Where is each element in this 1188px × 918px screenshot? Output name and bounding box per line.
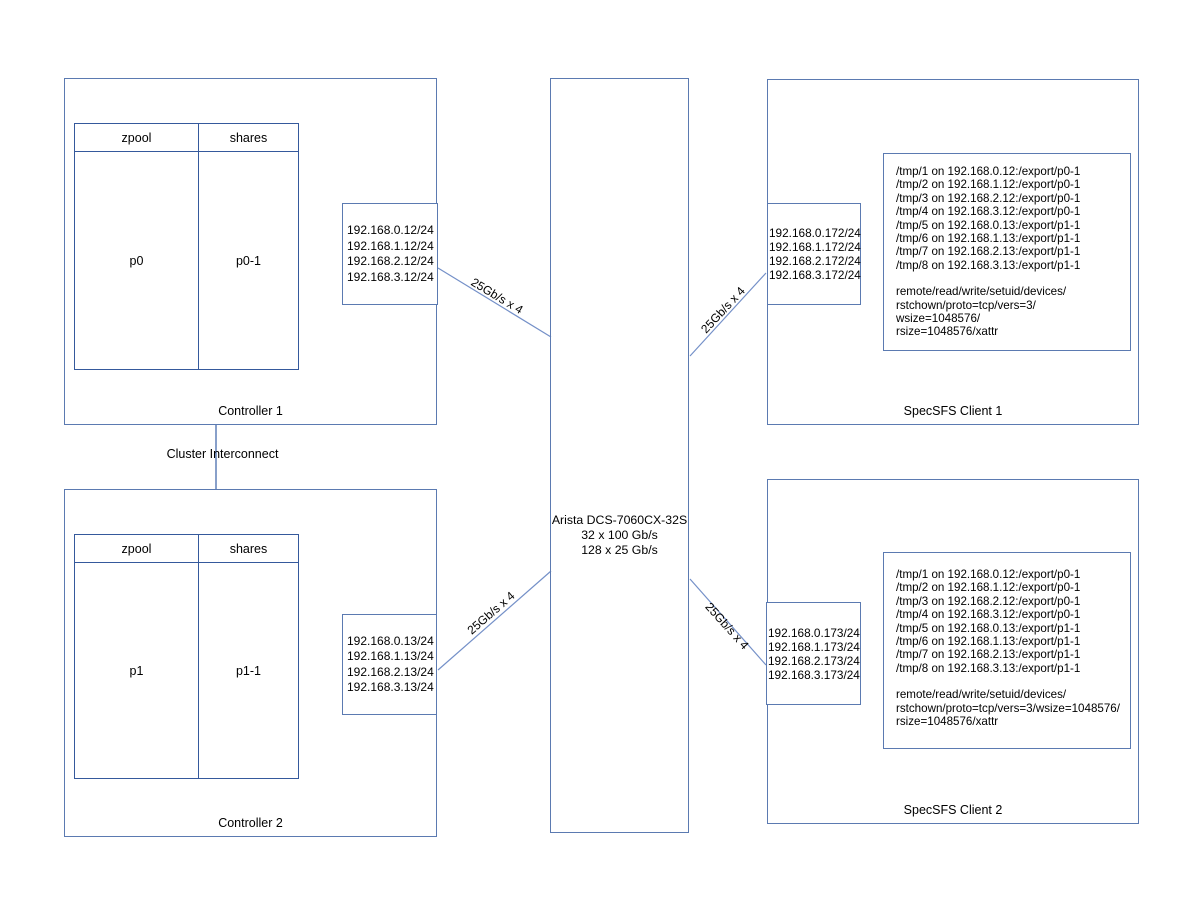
controller2-box: zpool shares p1 p1-1 Controller 2 [64,489,437,837]
table-header-row: zpool shares [75,535,298,563]
table-body-row: p1 p1-1 [75,563,298,778]
switch-model: Arista DCS-7060CX-32S [551,513,688,527]
share-cell: p1-1 [235,663,262,678]
switch-100g-ports: 32 x 100 Gb/s [581,528,658,542]
cluster-interconnect-label: Cluster Interconnect [166,447,279,461]
share-cell: p0-1 [235,253,262,268]
switch-box: Arista DCS-7060CX-32S 32 x 100 Gb/s 128 … [550,78,689,833]
controller1-box: zpool shares p0 p0-1 Controller 1 [64,78,437,425]
switch-description: Arista DCS-7060CX-32S 32 x 100 Gb/s 128 … [551,513,688,558]
zpool-column-header: zpool [75,535,199,562]
client2-label: SpecSFS Client 2 [903,803,1003,817]
link-controller1-to-switch [437,267,552,338]
link-switch-to-client2 [689,578,767,666]
client1-ip-list: 192.168.0.172/24 192.168.1.172/24 192.16… [769,226,861,282]
controller1-ip-list: 192.168.0.12/24 192.168.1.12/24 192.168.… [347,223,434,284]
client2-ip-box: 192.168.0.173/24 192.168.1.173/24 192.16… [766,602,861,705]
shares-column-header: shares [229,541,268,556]
client1-mounts-box: /tmp/1 on 192.168.0.12:/export/p0-1 /tmp… [883,153,1131,351]
controller2-label: Controller 2 [218,816,283,830]
table-header-row: zpool shares [75,124,298,152]
controller1-label: Controller 1 [218,404,283,418]
switch-25g-ports: 128 x 25 Gb/s [581,543,658,557]
client2-mount-list: /tmp/1 on 192.168.0.12:/export/p0-1 /tmp… [896,568,1081,675]
client1-mount-options: remote/read/write/setuid/devices/ rstcho… [896,285,1067,339]
link-switch-to-client1 [689,272,767,357]
zpool-cell: p0 [75,152,199,369]
controller2-zpool-table: zpool shares p1 p1-1 [74,534,299,779]
client1-mount-list: /tmp/1 on 192.168.0.12:/export/p0-1 /tmp… [896,165,1081,272]
shares-column-header: shares [229,130,268,145]
controller1-ip-box: 192.168.0.12/24 192.168.1.12/24 192.168.… [342,203,438,305]
controller2-ip-box: 192.168.0.13/24 192.168.1.13/24 192.168.… [342,614,437,715]
zpool-column-header: zpool [75,124,199,151]
controller2-ip-list: 192.168.0.13/24 192.168.1.13/24 192.168.… [347,633,434,695]
client2-mounts-box: /tmp/1 on 192.168.0.12:/export/p0-1 /tmp… [883,552,1131,749]
client1-ip-box: 192.168.0.172/24 192.168.1.172/24 192.16… [767,203,861,305]
table-body-row: p0 p0-1 [75,152,298,369]
link-controller2-to-switch [437,570,552,671]
client2-ip-list: 192.168.0.173/24 192.168.1.173/24 192.16… [768,625,860,682]
zpool-cell: p1 [75,563,199,778]
client1-label: SpecSFS Client 1 [903,404,1003,418]
client2-mount-options: remote/read/write/setuid/devices/ rstcho… [896,688,1120,729]
controller1-zpool-table: zpool shares p0 p0-1 [74,123,299,370]
